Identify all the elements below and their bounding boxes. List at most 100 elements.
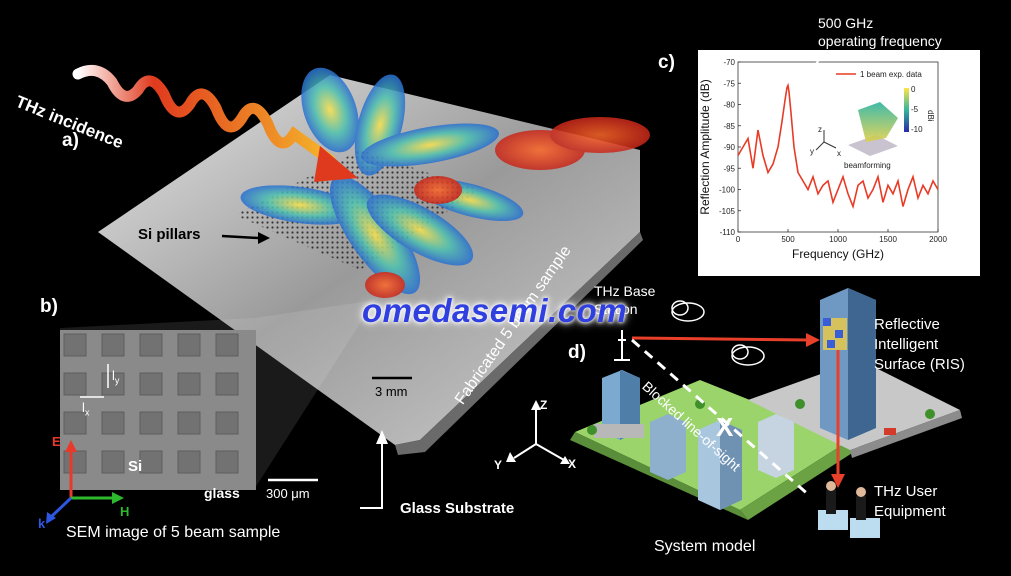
plot-frame bbox=[737, 61, 939, 233]
legend-label: 1 beam exp. data bbox=[860, 70, 922, 79]
inset-z-label: z bbox=[818, 125, 822, 134]
y-tick-label: -90 bbox=[723, 143, 735, 152]
y-tick-label: -80 bbox=[723, 101, 735, 110]
glass-substrate-pointer bbox=[360, 438, 383, 509]
field-e-label: E bbox=[52, 434, 61, 449]
sem-pillar bbox=[101, 450, 125, 474]
sem-lx-label: lx bbox=[82, 400, 90, 418]
field-k-arrow bbox=[50, 496, 73, 518]
plate-edge bbox=[395, 232, 643, 455]
x-tick-label: 1000 bbox=[829, 235, 847, 244]
sem-pillar bbox=[101, 333, 125, 357]
sem-pillar bbox=[177, 411, 201, 435]
sem-pillar bbox=[63, 411, 87, 435]
sem-image bbox=[60, 330, 256, 490]
inset-lobes bbox=[858, 102, 898, 142]
axis-z-label: Z bbox=[540, 398, 548, 412]
x-tick-label: 1500 bbox=[879, 235, 897, 244]
blocked-los-link bbox=[631, 338, 811, 498]
sem-pillar bbox=[63, 333, 87, 357]
x-tick-label: 2000 bbox=[929, 235, 947, 244]
si-pillars-label: Si pillars bbox=[138, 226, 201, 243]
panel-label-b: b) bbox=[40, 296, 58, 317]
peak-annotation-line-2: operating frequency bbox=[818, 33, 942, 49]
sem-si-label: Si bbox=[128, 458, 143, 475]
sem-pillar bbox=[101, 411, 125, 435]
ris-line-3: Surface (RIS) bbox=[874, 356, 965, 373]
peak-annotation: 500 GHz operating frequency bbox=[818, 14, 942, 50]
inset-beamforming-label: beamforming bbox=[844, 161, 891, 170]
sem-scale-label: 300 μm bbox=[266, 486, 310, 501]
glass-substrate-label: Glass Substrate bbox=[400, 500, 515, 517]
thz-incident-wave bbox=[72, 64, 336, 166]
si-pillars-pointer bbox=[221, 234, 259, 240]
sem-pillar bbox=[139, 372, 163, 396]
peak-annotation-line-1: 500 GHz bbox=[818, 15, 874, 31]
ris-label: Reflective Intelligent Surface (RIS) bbox=[874, 315, 965, 375]
clouds bbox=[671, 300, 765, 366]
bs-to-ris-link bbox=[631, 336, 811, 342]
inset-x-label: x bbox=[837, 149, 841, 158]
inset-cb-0: 0 bbox=[911, 85, 916, 94]
ris-line-1: Reflective bbox=[874, 316, 940, 333]
sem-pillar bbox=[215, 450, 239, 474]
scale-3mm-label: 3 mm bbox=[375, 384, 408, 399]
sem-pillar bbox=[215, 333, 239, 357]
inset-y-label: y bbox=[810, 147, 814, 156]
panel-label-a: a) bbox=[62, 130, 79, 151]
sem-pillar bbox=[215, 411, 239, 435]
y-axis-title: Reflection Amplitude (dB) bbox=[698, 79, 712, 214]
base-station-label: THz Base Station bbox=[594, 282, 655, 318]
sem-ly-label: ly bbox=[112, 368, 120, 386]
beam-lobes bbox=[240, 67, 650, 298]
y-tick-label: -100 bbox=[719, 186, 736, 195]
panel-label-c: c) bbox=[658, 52, 675, 73]
sem-pillar bbox=[177, 372, 201, 396]
field-k-label: k bbox=[38, 516, 46, 531]
watermark: omedasemi.com bbox=[362, 292, 628, 329]
sem-pillar bbox=[177, 333, 201, 357]
axis-x-label: X bbox=[568, 457, 577, 471]
sem-glass-label: glass bbox=[204, 485, 240, 501]
sem-caption: SEM image of 5 beam sample bbox=[66, 524, 281, 541]
y-tick-label: -105 bbox=[719, 207, 736, 216]
sem-pillar bbox=[139, 333, 163, 357]
user-equipment-label: THz User Equipment bbox=[874, 482, 946, 522]
axis-y-label: Y bbox=[494, 458, 503, 472]
y-tick-label: -110 bbox=[720, 228, 736, 237]
incident-arrowhead bbox=[314, 146, 358, 182]
sem-pillar bbox=[215, 372, 239, 396]
inset-cb-5: -5 bbox=[911, 105, 919, 114]
blocked-x-mark: X bbox=[716, 412, 734, 442]
x-tick-label: 0 bbox=[736, 235, 741, 244]
inset-cb-10: -10 bbox=[911, 125, 923, 134]
ris-line-2: Intelligent bbox=[874, 336, 939, 353]
user-equipment-line-1: THz User bbox=[874, 483, 938, 500]
panel-label-d: d) bbox=[568, 342, 586, 363]
x-axis-title: Frequency (GHz) bbox=[792, 247, 884, 261]
xyz-y bbox=[513, 443, 537, 459]
sem-pillar bbox=[63, 450, 87, 474]
inset-unit: dBi bbox=[926, 110, 935, 122]
sem-pillar bbox=[177, 450, 201, 474]
base-station-line-2: Station bbox=[594, 301, 638, 317]
field-h-label: H bbox=[120, 504, 130, 519]
inset-axis-x bbox=[823, 141, 837, 149]
y-tick-label: -75 bbox=[723, 79, 735, 88]
inset-axis-y bbox=[815, 141, 825, 151]
xyz-x bbox=[535, 443, 565, 461]
series-line bbox=[737, 82, 939, 210]
user-equipment-line-2: Equipment bbox=[874, 503, 946, 520]
inset-colorbar bbox=[904, 88, 909, 132]
y-tick-label: -85 bbox=[723, 122, 735, 131]
sem-pillar bbox=[139, 450, 163, 474]
inset-surface bbox=[848, 135, 898, 156]
system-model-label: System model bbox=[654, 538, 756, 555]
y-tick-label: -70 bbox=[723, 58, 735, 67]
sem-pillar bbox=[139, 411, 163, 435]
x-tick-label: 500 bbox=[781, 235, 795, 244]
y-tick-label: -95 bbox=[723, 164, 735, 173]
